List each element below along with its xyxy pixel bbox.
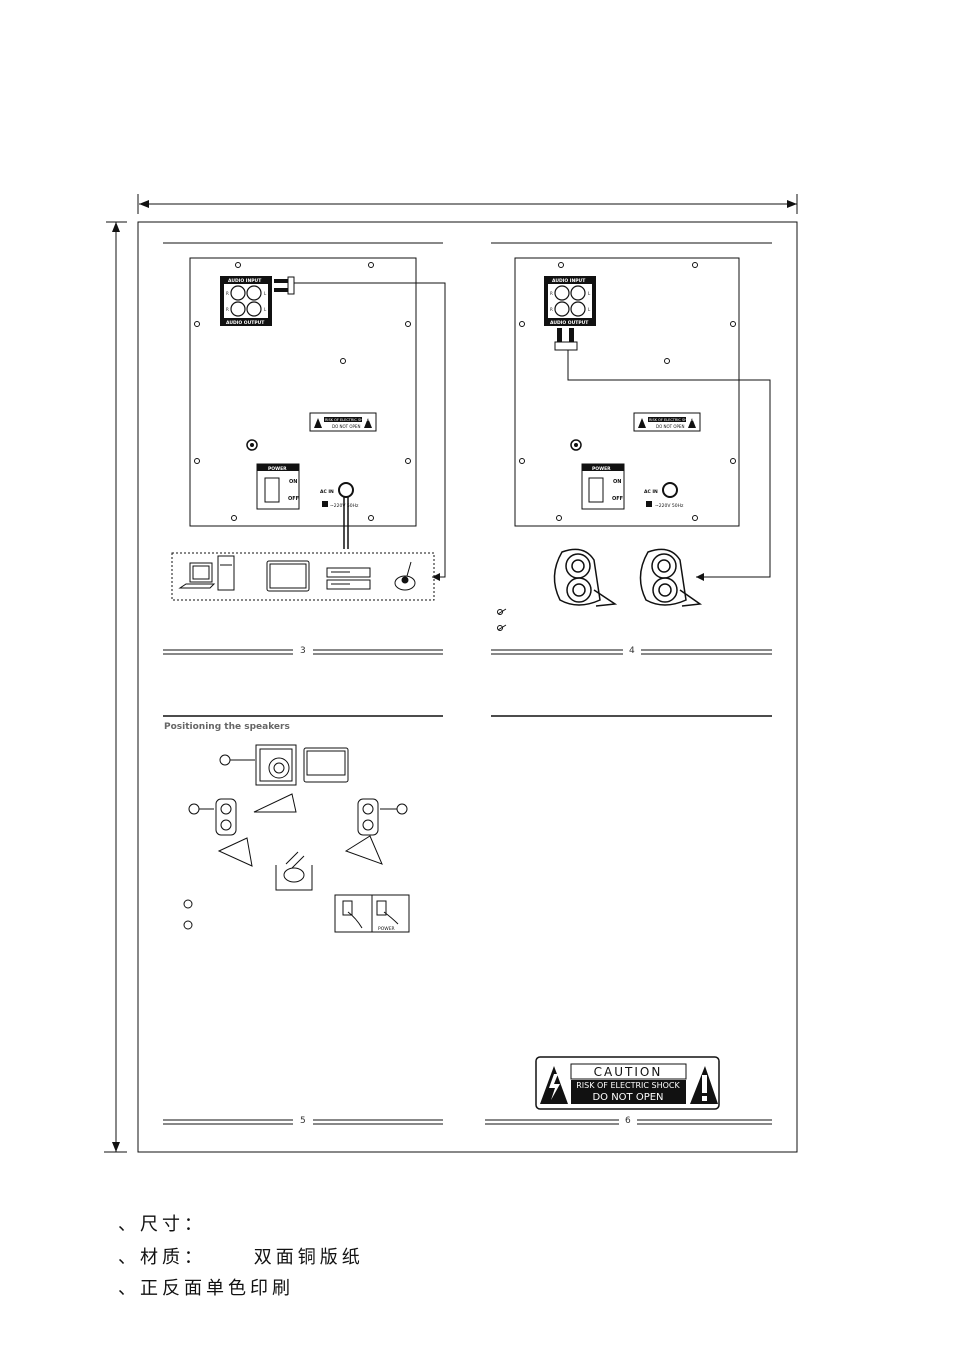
caution-label — [535, 1056, 720, 1110]
spec-printing-label: 、正反面单色印刷 — [118, 1278, 294, 1299]
ac-in-label-p4: AC IN — [644, 489, 658, 495]
jack-r-label-p3: R — [226, 291, 229, 296]
layout-drawing — [104, 194, 798, 1153]
off-label-p3: OFF — [288, 496, 299, 502]
rear-panel-p3 — [189, 257, 446, 581]
width-dimension-arrow — [137, 194, 798, 214]
satellite-speakers — [553, 548, 703, 607]
audio-input-label-p3: AUDIO INPUT — [228, 278, 262, 284]
power-label-p3: POWER — [268, 466, 287, 472]
jack-r-label-p4: R — [550, 291, 553, 296]
off-label-p4: OFF — [612, 496, 623, 502]
voltage-label-p3: ~220V 50Hz — [330, 503, 359, 509]
warning-line2-p4: DO NOT OPEN — [656, 424, 684, 429]
power-label-p4: POWER — [592, 466, 611, 472]
caution-line2: DO NOT OPEN — [592, 1092, 663, 1103]
note-pen-icon — [497, 608, 507, 631]
footer-rule-p5 — [163, 1119, 443, 1125]
footer-rule-p3 — [163, 649, 443, 655]
page-number-6: 6 — [622, 1116, 634, 1126]
spec-size: 、尺寸： — [118, 1210, 206, 1236]
power-switch-label: POWER — [378, 926, 395, 932]
panel-p5-p6-labels: POWER CAUTION RISK OF ELECTRIC SHOCK DO … — [378, 926, 681, 1103]
caution-line1: RISK OF ELECTRIC SHOCK — [576, 1081, 680, 1090]
audio-output-label-p3: AUDIO OUTPUT — [226, 320, 265, 326]
jack-l-label-p4: L — [588, 291, 591, 296]
audio-input-label-p4: AUDIO INPUT — [552, 278, 586, 284]
ac-in-label-p3: AC IN — [320, 489, 334, 495]
footer-rule-p6 — [485, 1119, 772, 1125]
page-number-4: 4 — [626, 646, 638, 656]
spec-material-value: 双面铜版纸 — [253, 1247, 364, 1268]
spec-material-label: 、材质： — [118, 1247, 206, 1268]
positioning-title: Positioning the speakers — [164, 722, 290, 732]
spec-printing: 、正反面单色印刷 — [118, 1274, 294, 1300]
panel-p4-labels: AUDIO INPUT AUDIO OUTPUT R L R L RISK OF… — [550, 278, 695, 509]
warning-line2-p3: DO NOT OPEN — [332, 424, 360, 429]
panel-p3-labels: AUDIO INPUT AUDIO OUTPUT R L R L RISK OF… — [226, 278, 371, 509]
turntable-icon — [394, 561, 416, 591]
tv-icon — [266, 560, 310, 592]
voltage-label-p4: ~220V 50Hz — [655, 503, 684, 509]
page-number-5: 5 — [297, 1116, 309, 1126]
jack-r-label-p3b: R — [226, 307, 229, 312]
page-number-3: 3 — [297, 646, 309, 656]
sheet-border — [137, 221, 798, 1153]
on-label-p4: ON — [613, 479, 621, 485]
audio-output-label-p4: AUDIO OUTPUT — [550, 320, 589, 326]
source-devices — [171, 552, 435, 601]
warning-line1-p4: RISK OF ELECTRIC SHOCK — [649, 418, 695, 422]
warning-line1-p3: RISK OF ELECTRIC SHOCK — [325, 418, 371, 422]
positioning-diagram — [183, 744, 410, 933]
caution-title: CAUTION — [594, 1065, 663, 1079]
spec-size-label: 、尺寸： — [118, 1214, 206, 1235]
rear-panel-p4 — [514, 257, 771, 581]
spec-material: 、材质： 双面铜版纸 — [118, 1243, 364, 1269]
jack-l-label-p3: L — [264, 291, 267, 296]
height-dimension-arrow — [104, 221, 127, 1153]
footer-rule-p4 — [491, 649, 772, 655]
jack-l-label-p4b: L — [588, 307, 591, 312]
computer-icon — [178, 555, 235, 591]
on-label-p3: ON — [289, 479, 297, 485]
jack-r-label-p4b: R — [550, 307, 553, 312]
dvd-player-icon — [326, 567, 371, 590]
jack-l-label-p3b: L — [264, 307, 267, 312]
